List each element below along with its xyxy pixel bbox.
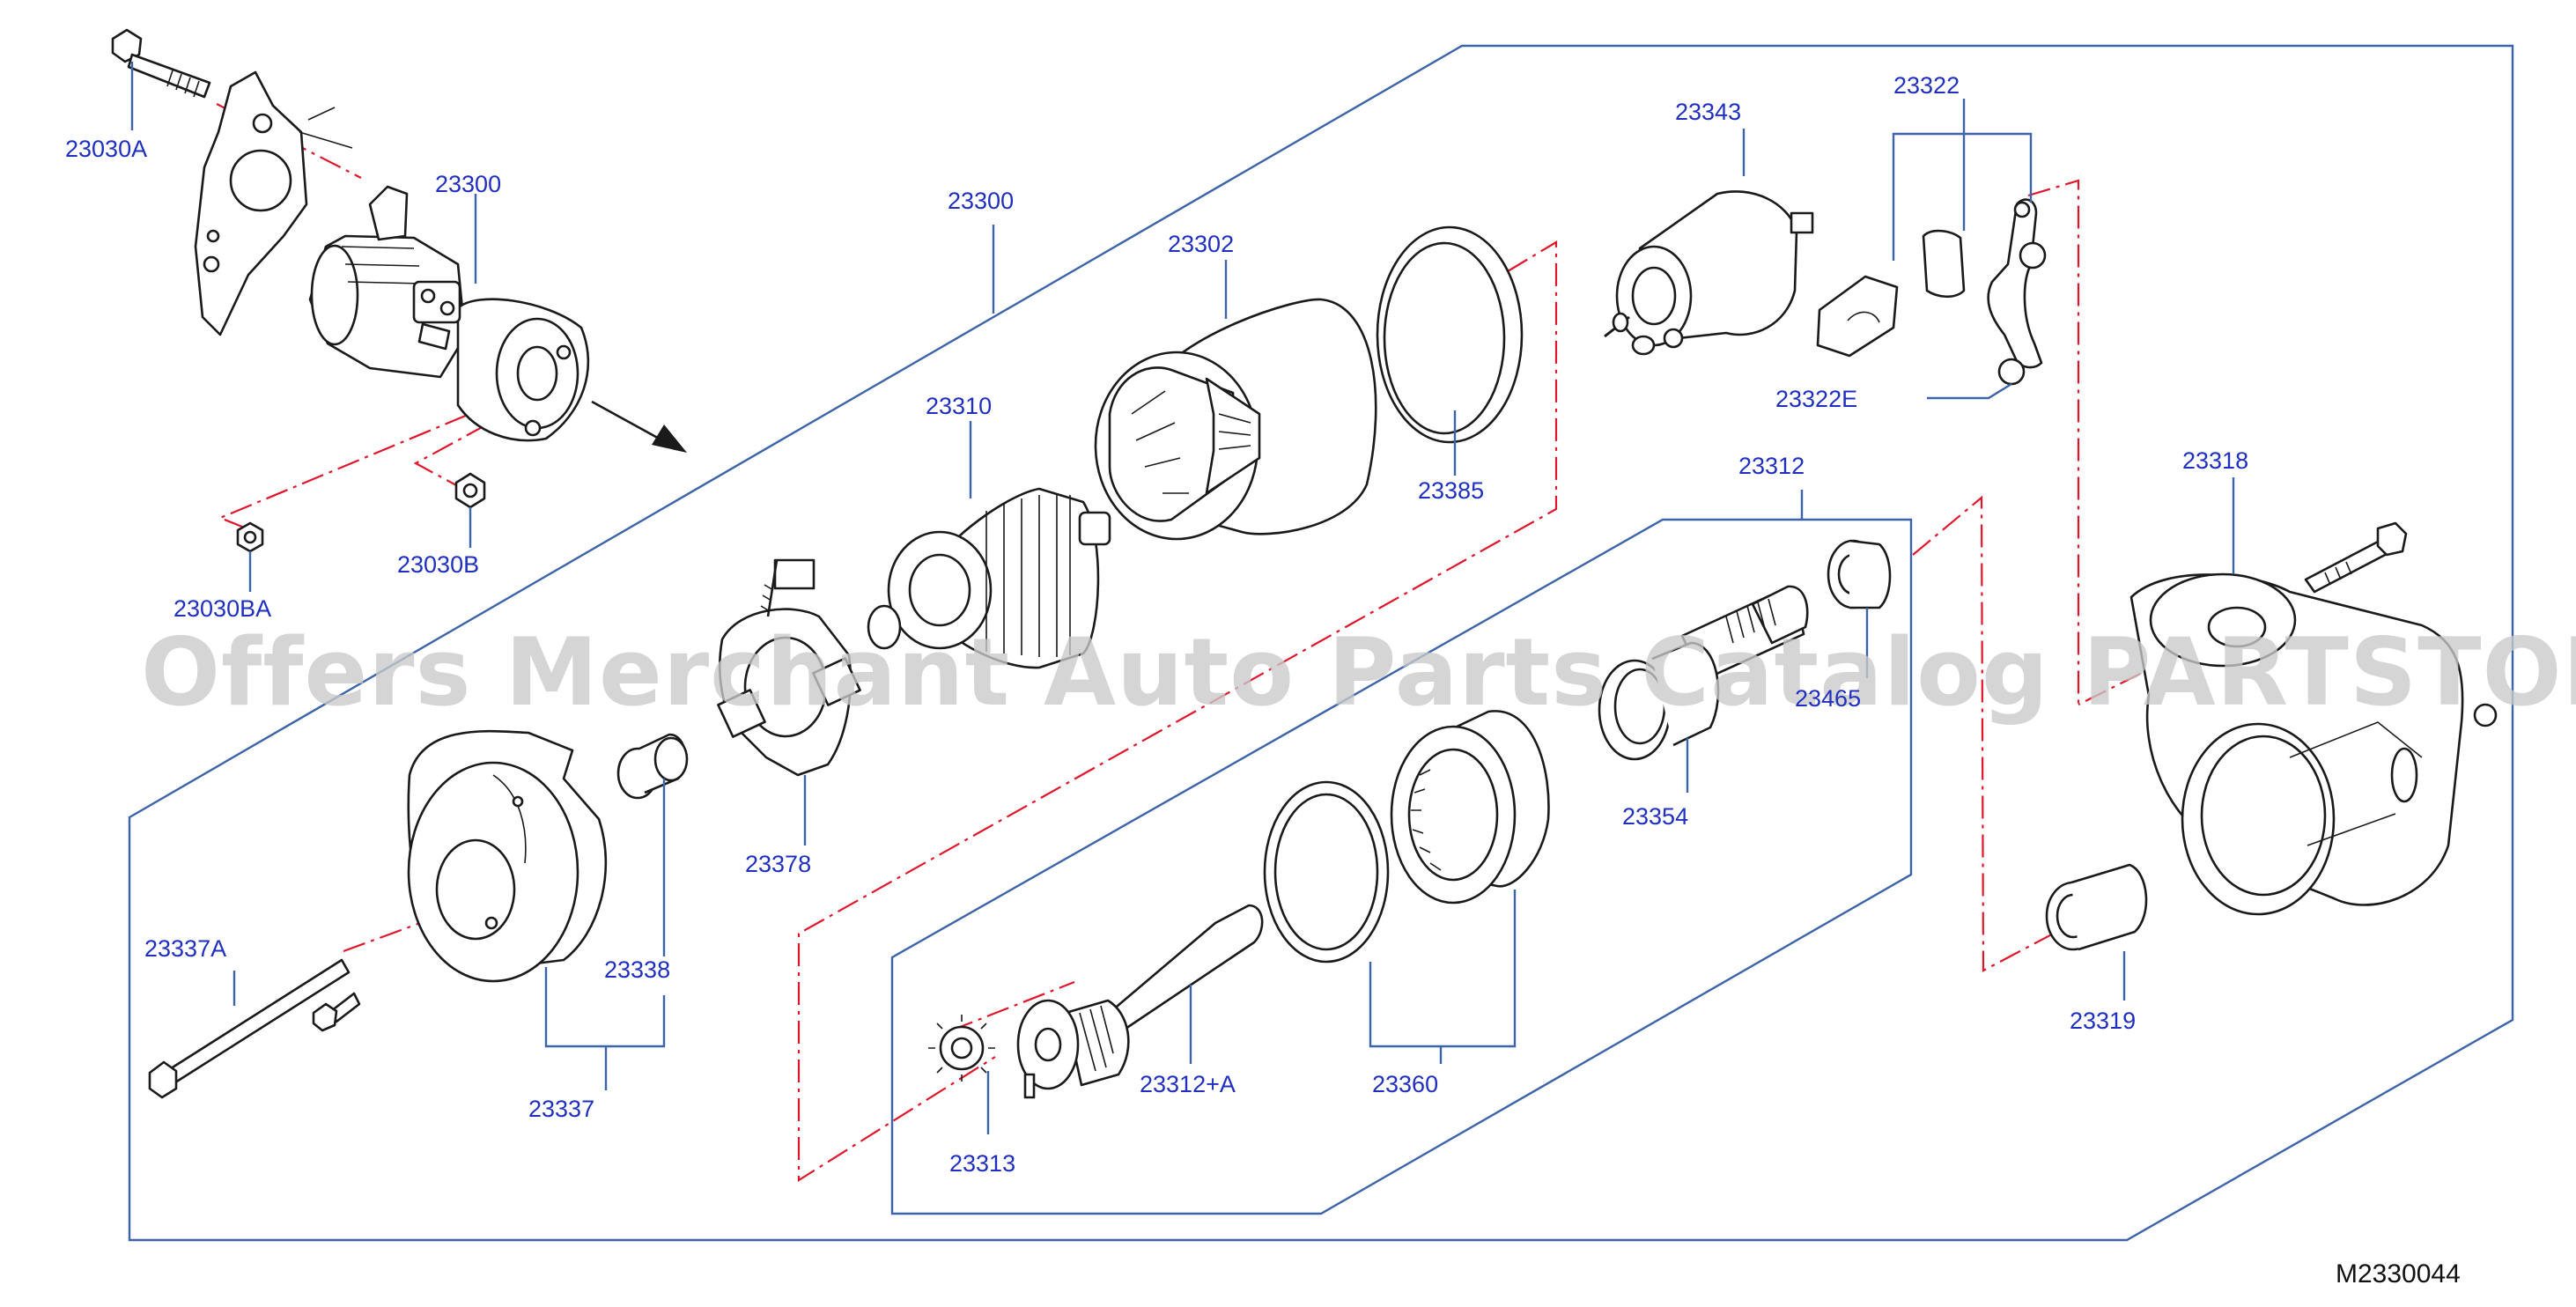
overrunning-clutch-23360: [1263, 710, 1550, 964]
callout-23300-frame: 23300: [948, 188, 1014, 214]
callout-23030BA: 23030BA: [173, 595, 271, 622]
callout-23312: 23312: [1738, 453, 1805, 479]
pinion-gear-23312A: [1016, 904, 1264, 1099]
callout-23319: 23319: [2070, 1008, 2136, 1034]
engine-mount-plate: [194, 70, 353, 336]
starter-assembly-23300: [308, 185, 590, 442]
lever-plate-23322: [1922, 229, 1966, 299]
callout-23337: 23337: [528, 1096, 594, 1122]
yoke-23302: [1094, 298, 1377, 541]
rear-cover-23337: [407, 729, 608, 983]
gear-housing-23318: [2129, 572, 2498, 916]
callout-23030A: 23030A: [65, 136, 147, 162]
armature-23310: [867, 487, 1111, 669]
callout-23465: 23465: [1795, 685, 1861, 712]
callout-23312A: 23312+A: [1140, 1071, 1236, 1097]
clutch-ring-23354: [1598, 641, 1720, 761]
callout-23360: 23360: [1372, 1071, 1438, 1097]
callout-23354: 23354: [1622, 803, 1688, 830]
bolt-23318: [2304, 521, 2408, 594]
lever-pad-23322E: [1816, 275, 1899, 358]
through-bolt-23337A: [148, 958, 351, 1099]
screw-23337: [312, 992, 361, 1032]
seal-ring-23385: [1376, 225, 1524, 444]
solenoid-23343: [1604, 190, 1814, 356]
nut-23030B: [454, 472, 486, 509]
direction-arrow: [591, 400, 687, 453]
nut-23030BA: [236, 521, 264, 553]
callout-leader-lines: [130, 62, 2235, 1134]
callout-23318: 23318: [2182, 447, 2248, 474]
diagram-code: M2330044: [2336, 1259, 2461, 1289]
assembly-frame-23300: [128, 44, 2514, 1242]
callout-23313: 23313: [949, 1150, 1015, 1177]
callout-23378: 23378: [745, 851, 811, 877]
watermark-text: Offers Merchant Auto Parts Catalog PARTS…: [141, 618, 2576, 727]
callout-23300-top: 23300: [435, 171, 501, 197]
bolt-23030A: [111, 28, 211, 99]
callout-23337A: 23337A: [144, 935, 226, 962]
callout-23385: 23385: [1418, 477, 1484, 504]
callout-labels: 23030A 23300 23030BA 23030B 23300 23302 …: [65, 72, 2248, 1177]
callout-23322E: 23322E: [1775, 386, 1857, 412]
callout-23343: 23343: [1675, 99, 1741, 125]
bushing-23319: [2045, 863, 2148, 951]
bushing-23465: [1827, 539, 1892, 609]
drive-lever-23322: [1987, 198, 2047, 386]
callout-23310: 23310: [926, 393, 992, 419]
stop-ring-23313: [928, 1015, 995, 1082]
assembly-frame-23312: [890, 518, 1913, 1215]
callout-23338: 23338: [604, 956, 670, 983]
brush-holder-23378: [717, 558, 861, 777]
callout-23302: 23302: [1168, 231, 1234, 257]
callout-23322: 23322: [1893, 72, 1960, 99]
bushing-23338: [616, 733, 689, 800]
callout-23030B: 23030B: [397, 551, 479, 578]
